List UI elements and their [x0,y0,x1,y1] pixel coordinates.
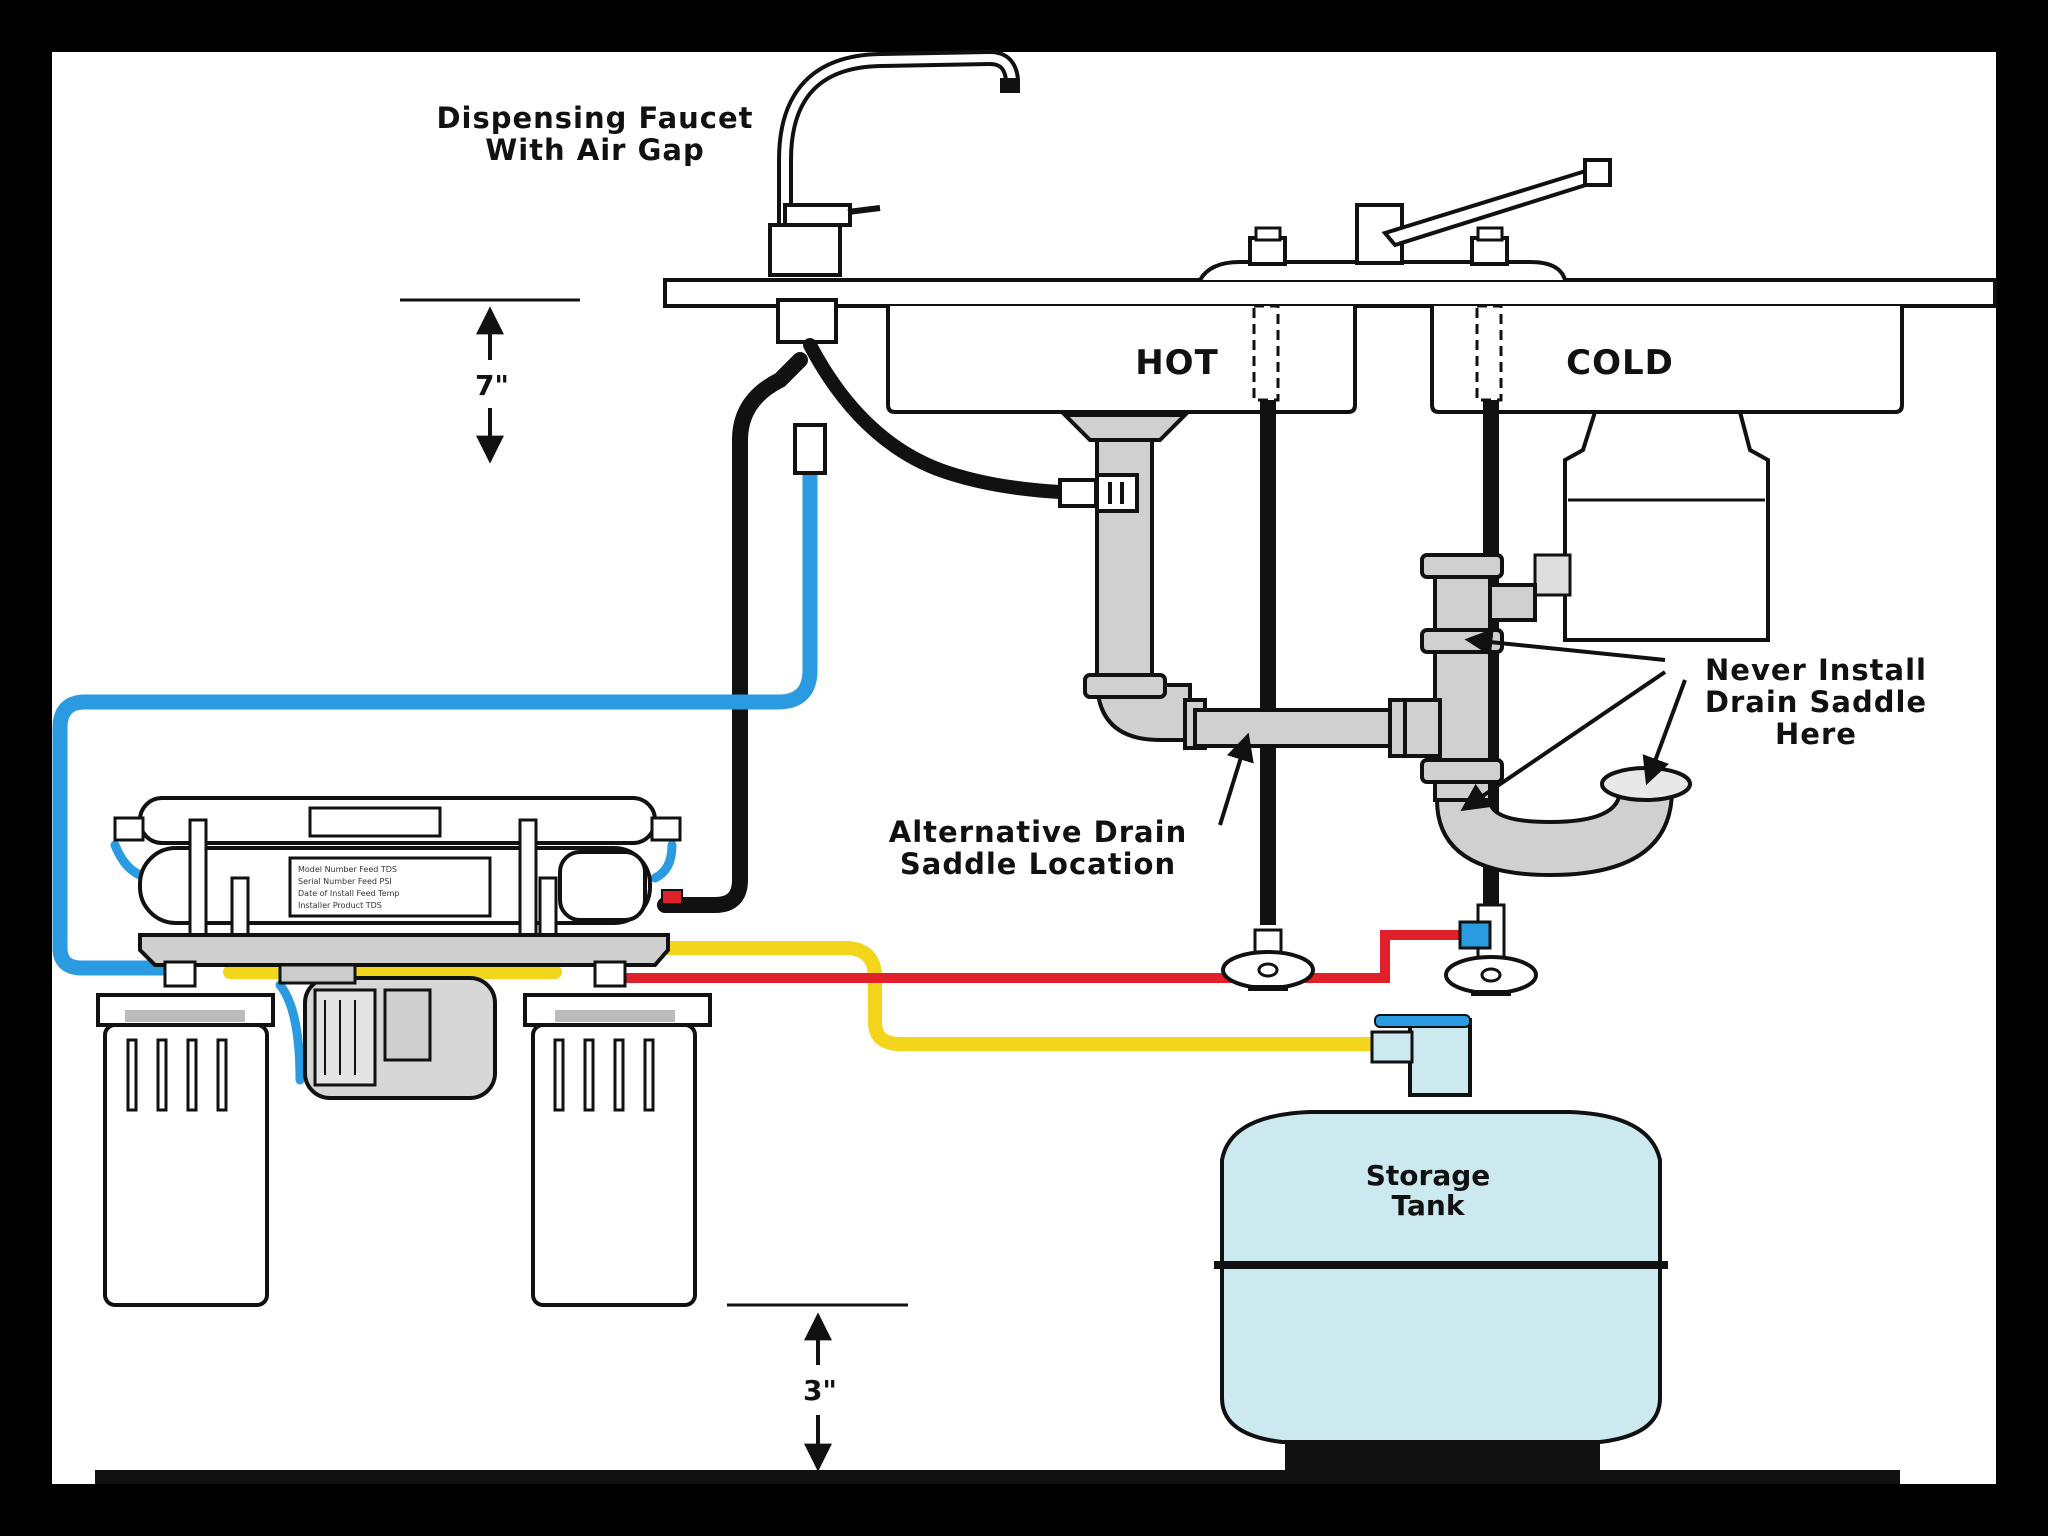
kitchen-faucet [1248,158,1612,266]
drain-line-saddle [803,338,1067,499]
dim-3in-label: 3" [803,1374,837,1407]
dispensing-faucet [768,49,1020,344]
never-label-line2: Drain Saddle [1705,685,1927,719]
feed-line-short-3 [275,980,305,1085]
supply-line-fitting [661,889,683,905]
alt-label-line2: Saddle Location [900,847,1176,881]
dimension-7in [400,298,580,464]
product-line [618,941,1392,1051]
dim-7in-label: 7" [475,369,509,402]
faucet-connector [793,423,827,475]
storage-tank [1214,1014,1668,1475]
svg-text:Model Number Feed TDS: Model Number Feed TDS [298,865,397,874]
garbage-disposal [1533,410,1770,642]
supply-line [625,930,1460,983]
svg-text:Date of Install Feed Temp: Date of Install Feed Temp [298,889,400,898]
drain-line [657,352,808,913]
alt-label-line1: Alternative Drain [889,815,1187,849]
dimension-3in [727,1303,908,1472]
never-label-line3: Here [1775,717,1857,751]
feed-line-short-2 [650,840,677,883]
canvas [52,52,1996,1484]
faucet-label-line1: Dispensing Faucet [436,101,753,135]
drain-saddle-clamp [1058,473,1139,513]
cold-label: COLD [1566,343,1674,383]
tank-label-line1: Storage [1366,1159,1491,1192]
svg-text:Installer Product TDS: Installer Product TDS [298,901,382,910]
cold-shutoff-valve [1444,903,1538,996]
svg-text:Serial Number Feed PSI: Serial Number Feed PSI [298,877,392,886]
countertop [663,260,1997,308]
pointer-arrow-icon [1218,628,1687,826]
floor [95,1470,1900,1484]
ro-unit: Model Number Feed TDS Serial Number Feed… [96,796,712,1307]
feed-line [52,462,818,976]
hot-label: HOT [1135,343,1219,383]
faucet-label-line2: With Air Gap [485,133,704,167]
sink-hot-basin [886,306,1357,414]
hot-shutoff-valve [1221,928,1315,991]
never-label-line1: Never Install [1705,653,1927,687]
tank-label-line2: Tank [1392,1189,1466,1222]
hot-supply-pipe [1252,304,1280,925]
